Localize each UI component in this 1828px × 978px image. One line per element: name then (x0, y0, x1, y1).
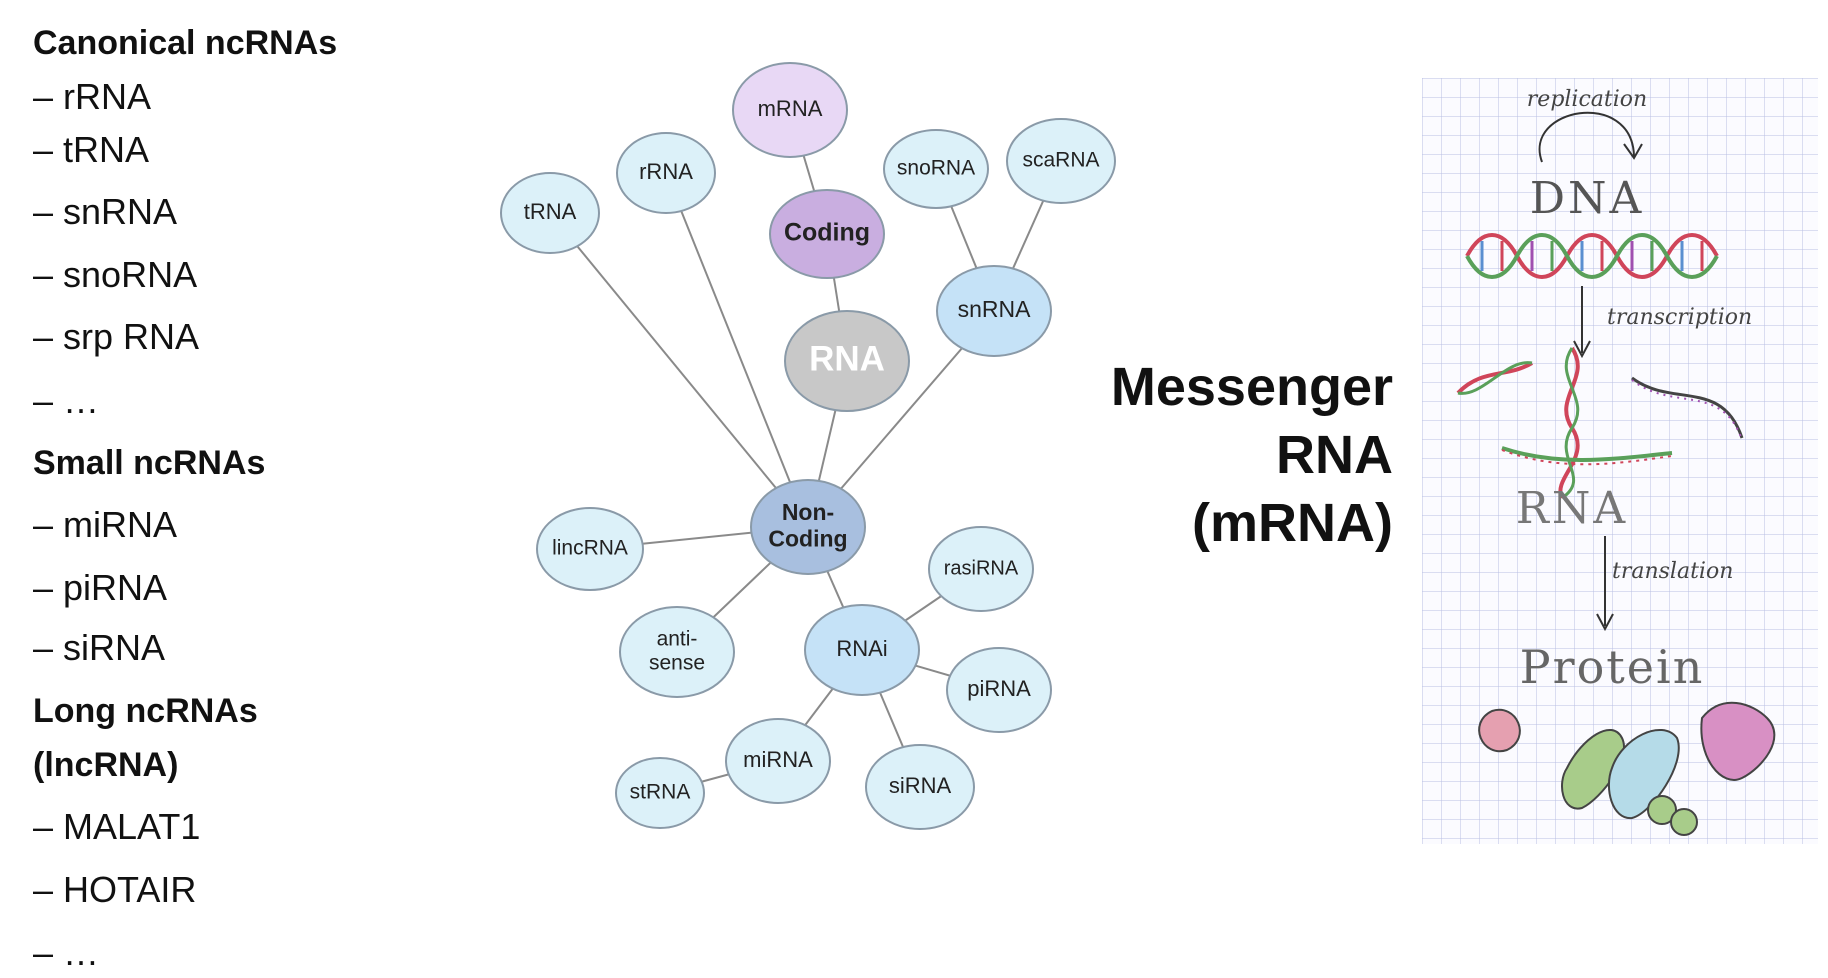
list-item-trna: – tRNA (33, 129, 150, 170)
node-antisense: anti-sense (619, 606, 735, 698)
protein-shapes (1478, 701, 1776, 836)
node-scarna: scaRNA (1006, 118, 1116, 204)
node-antisense-label: anti- (657, 627, 698, 650)
protein-blue (1607, 728, 1680, 820)
node-rnai-bubble (804, 604, 920, 696)
central-dogma-illustration: replication DNA transcription (1422, 78, 1818, 844)
node-scarna-bubble (1006, 118, 1116, 204)
node-rna-bubble (784, 310, 910, 412)
node-mrna-label: mRNA (758, 96, 823, 121)
dna-label: DNA (1530, 173, 1645, 224)
node-rasirna-label: rasiRNA (944, 557, 1019, 579)
node-rnai: RNAi (804, 604, 920, 696)
list-item-snrna: – snRNA (33, 191, 178, 232)
protein-pink (1478, 708, 1521, 753)
node-noncoding: Non-Coding (750, 479, 866, 575)
dna-helix (1465, 233, 1719, 279)
list-item-sirna: – siRNA (33, 627, 166, 668)
node-sirna: siRNA (865, 744, 975, 830)
node-mrna-bubble (732, 62, 848, 158)
node-pirna-bubble (946, 647, 1052, 733)
node-scarna-label: scaRNA (1022, 149, 1099, 172)
messenger-title-line-3: (mRNA) (1192, 493, 1393, 553)
node-rna: RNA (784, 310, 910, 412)
list-item-rrna: – rRNA (33, 76, 152, 117)
list-item-hotair: – HOTAIR (33, 869, 197, 910)
list-heading-small: Small ncRNAs (33, 444, 266, 482)
messenger-title-line-1: Messenger (1110, 357, 1393, 417)
protein-small-green-1 (1647, 795, 1677, 825)
node-snorna-label: snoRNA (897, 157, 975, 180)
node-antisense-bubble (619, 606, 735, 698)
list-item-pirna: – piRNA (33, 567, 168, 608)
node-snrna-label: snRNA (958, 296, 1032, 322)
node-sirna-bubble (865, 744, 975, 830)
protein-magenta (1700, 701, 1776, 781)
node-coding: Coding (769, 189, 885, 279)
replication-arrowhead (1623, 143, 1643, 160)
protein-small-green-2 (1670, 808, 1698, 836)
replication-label: replication (1527, 87, 1647, 112)
node-noncoding-label: Non- (782, 499, 834, 525)
node-rrna-bubble (616, 132, 716, 214)
list-item-malat1: – MALAT1 (33, 806, 201, 847)
node-noncoding-bubble (750, 479, 866, 575)
node-trna-bubble (500, 172, 600, 254)
node-pirna: piRNA (946, 647, 1052, 733)
node-rasirna: rasiRNA (928, 526, 1034, 612)
node-coding-bubble (769, 189, 885, 279)
node-trna: tRNA (500, 172, 600, 254)
list-item-srp-rna: – srp RNA (33, 316, 200, 357)
list-heading-canonical: Canonical ncRNAs (33, 24, 338, 62)
node-rna-label: RNA (809, 339, 885, 378)
node-mirna: miRNA (725, 718, 831, 804)
node-mirna-label: miRNA (743, 747, 813, 772)
list-item-ellipsis-2: – … (33, 932, 100, 973)
node-coding-label: Coding (784, 219, 870, 247)
node-snorna: snoRNA (883, 129, 989, 209)
node-pirna-label: piRNA (967, 676, 1031, 701)
node-sirna-label: siRNA (889, 773, 952, 798)
transcription-arrowhead (1573, 340, 1591, 359)
list-item-snorna: – snoRNA (33, 254, 198, 295)
node-noncoding-label: Coding (768, 525, 847, 551)
node-rnai-label: RNAi (836, 636, 887, 661)
protein-label: Protein (1520, 640, 1705, 694)
node-strna-label: stRNA (630, 781, 691, 804)
translation-label: translation (1612, 559, 1733, 584)
transcription-label: transcription (1607, 305, 1752, 330)
node-snrna: snRNA (936, 265, 1052, 357)
node-antisense-label: sense (649, 652, 705, 675)
node-rasirna-bubble (928, 526, 1034, 612)
messenger-title-line-2: RNA (1276, 425, 1393, 485)
transcription-strands (1456, 346, 1744, 500)
node-lincrna-label: lincRNA (552, 537, 628, 560)
list-item-mirna: – miRNA (33, 504, 178, 545)
list-item-ellipsis-1: – … (33, 380, 100, 421)
node-lincrna-bubble (536, 507, 644, 591)
node-strna: stRNA (615, 757, 705, 829)
node-lincrna: lincRNA (536, 507, 644, 591)
node-mrna: mRNA (732, 62, 848, 158)
replication-arrow (1538, 111, 1635, 163)
node-rrna: rRNA (616, 132, 716, 214)
node-mirna-bubble (725, 718, 831, 804)
node-snrna-bubble (936, 265, 1052, 357)
rna-label: RNA (1516, 483, 1628, 534)
edge-rrna-noncoding (665, 172, 809, 528)
list-heading-long: Long ncRNAs (33, 692, 258, 730)
node-snorna-bubble (883, 129, 989, 209)
node-rrna-label: rRNA (639, 159, 693, 184)
edge-trna-noncoding (549, 212, 809, 528)
node-trna-label: tRNA (524, 199, 577, 224)
node-strna-bubble (615, 757, 705, 829)
list-heading-lncrna: (lncRNA) (33, 746, 179, 784)
translation-arrowhead (1596, 613, 1614, 632)
